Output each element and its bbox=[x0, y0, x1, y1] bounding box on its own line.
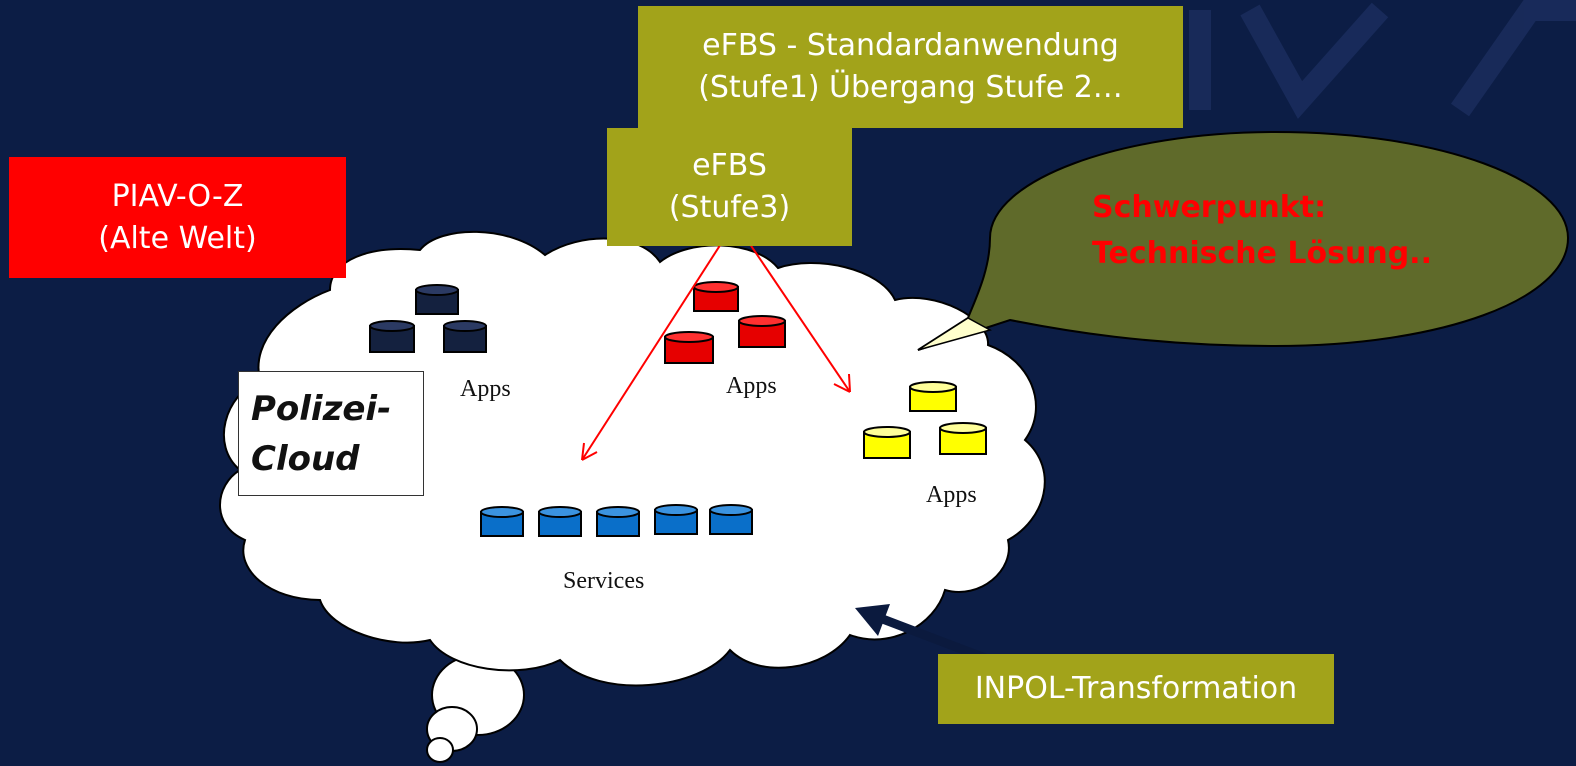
apps-label-right: Apps bbox=[926, 482, 977, 508]
inpol-arrow bbox=[855, 604, 987, 663]
cylinder-yellow-2 bbox=[863, 426, 911, 459]
callout-line2: Technische Lösung.. bbox=[1092, 236, 1432, 271]
services-label: Services bbox=[563, 568, 645, 594]
watermark-logo bbox=[1189, 0, 1576, 119]
arrow-to-services bbox=[581, 221, 736, 461]
polizei-cloud-line1: Polizei- bbox=[251, 388, 392, 429]
piav-box: PIAV-O-Z (Alte Welt) bbox=[9, 157, 346, 278]
apps-label-left: Apps bbox=[460, 376, 511, 402]
apps-label-center: Apps bbox=[726, 373, 777, 399]
polizei-cloud-label: Polizei- Cloud bbox=[238, 371, 424, 496]
efbs-stufe3-box: eFBS (Stufe3) bbox=[607, 128, 852, 246]
efbs-stufe3-line2: (Stufe3) bbox=[668, 190, 791, 225]
cylinder-blue-5 bbox=[709, 504, 753, 535]
cylinder-red-1 bbox=[693, 281, 739, 312]
arrow-to-right-apps bbox=[734, 221, 851, 393]
efbs-standard-box: eFBS - Standardanwendung (Stufe1) Überga… bbox=[638, 6, 1183, 128]
cylinder-yellow-1 bbox=[909, 381, 957, 412]
polizei-cloud-line2: Cloud bbox=[251, 438, 360, 479]
piav-line2: (Alte Welt) bbox=[98, 220, 257, 256]
cylinder-navy-1 bbox=[415, 284, 459, 315]
cylinder-blue-1 bbox=[480, 506, 524, 537]
cylinder-blue-4 bbox=[654, 504, 698, 535]
app-cylinders-red bbox=[664, 281, 786, 364]
callout-line1: Schwerpunkt: bbox=[1092, 190, 1327, 225]
cylinder-yellow-3 bbox=[939, 422, 987, 455]
cylinder-red-3 bbox=[738, 315, 786, 348]
callout-bubble bbox=[917, 130, 1570, 351]
cloud-shape bbox=[219, 230, 1046, 687]
cylinder-red-2 bbox=[664, 331, 714, 364]
thought-bubbles bbox=[426, 654, 525, 763]
cylinder-blue-2 bbox=[538, 506, 582, 537]
efbs-standard-line2: (Stufe1) Übergang Stufe 2… bbox=[698, 70, 1123, 105]
efbs-stufe3-line1: eFBS bbox=[692, 148, 767, 183]
red-arrows bbox=[581, 221, 851, 461]
cylinder-navy-3 bbox=[443, 320, 487, 353]
app-cylinders-yellow bbox=[863, 381, 987, 459]
cylinder-blue-3 bbox=[596, 506, 640, 537]
piav-line1: PIAV-O-Z bbox=[111, 178, 244, 214]
service-cylinders-blue bbox=[480, 504, 753, 537]
cylinder-navy-2 bbox=[369, 320, 415, 353]
app-cylinders-navy bbox=[369, 284, 487, 353]
inpol-transformation-box: INPOL-Transformation bbox=[938, 654, 1334, 724]
callout-text: Schwerpunkt: Technische Lösung.. bbox=[1092, 185, 1432, 277]
efbs-standard-line1: eFBS - Standardanwendung bbox=[702, 28, 1119, 63]
inpol-label: INPOL-Transformation bbox=[974, 671, 1298, 706]
